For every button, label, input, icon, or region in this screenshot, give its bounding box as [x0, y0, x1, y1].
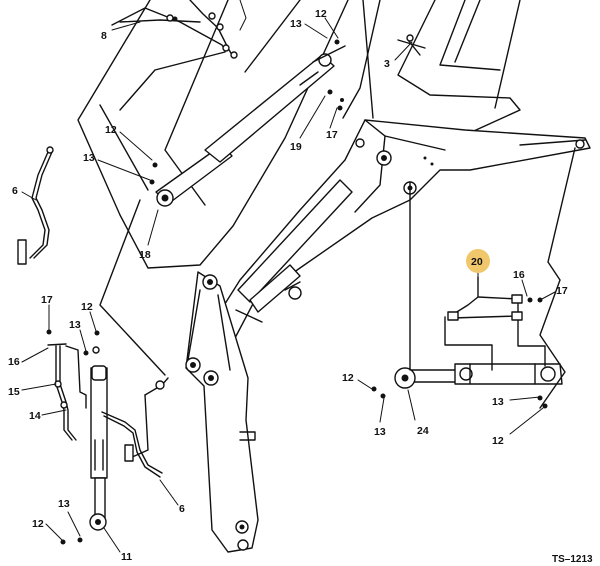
part-label-13: 13: [492, 396, 504, 408]
part-label-12: 12: [105, 124, 117, 136]
part-label-14: 14: [29, 410, 41, 422]
part-label-16: 16: [8, 356, 20, 368]
hose-assembly-20: [444, 276, 546, 371]
part-label-20: 20: [471, 256, 483, 268]
part-labels: 8 13 12 3 17 19 12 13 6 18 20 16 17 17 1…: [8, 8, 593, 565]
boom-outline-right: [409, 147, 576, 409]
part-label-6: 6: [179, 503, 185, 515]
boom-outline: [77, 0, 521, 376]
part-label-13: 13: [290, 18, 302, 30]
left-hose-upper: [17, 146, 54, 265]
highlight-marker: [466, 249, 490, 273]
part-label-12: 12: [81, 301, 93, 313]
bucket-cylinder: [394, 363, 563, 389]
part-label-12: 12: [32, 518, 44, 530]
part-label-17: 17: [556, 285, 568, 297]
boom-cylinder: [155, 45, 346, 207]
part-label-17: 17: [326, 129, 338, 141]
part-label-19: 19: [290, 141, 302, 153]
part-label-12: 12: [315, 8, 327, 20]
boom-arm: [215, 119, 591, 339]
part-label-13: 13: [58, 498, 70, 510]
part-label-13: 13: [69, 319, 81, 331]
left-hose-lines: [47, 343, 169, 478]
part-label-6: 6: [12, 185, 18, 197]
part-label-16: 16: [513, 269, 525, 281]
part-label-13: 13: [83, 152, 95, 164]
part-label-18: 18: [139, 249, 151, 261]
part-label-3: 3: [384, 58, 390, 70]
part-label-12: 12: [492, 435, 504, 447]
part-label-8: 8: [101, 30, 107, 42]
top-hoses: [111, 0, 426, 111]
part-label-24: 24: [417, 425, 429, 437]
left-cylinder: [89, 365, 108, 531]
part-label-13: 13: [374, 426, 386, 438]
part-label-15: 15: [8, 386, 20, 398]
stick-cylinder: [235, 179, 353, 323]
leader-lines: [21, 17, 556, 553]
part-label-12: 12: [342, 372, 354, 384]
dipper-arm: [185, 271, 259, 553]
part-label-17: 17: [41, 294, 53, 306]
part-label-11: 11: [121, 551, 132, 563]
reference-code: TS–1213: [552, 554, 593, 565]
